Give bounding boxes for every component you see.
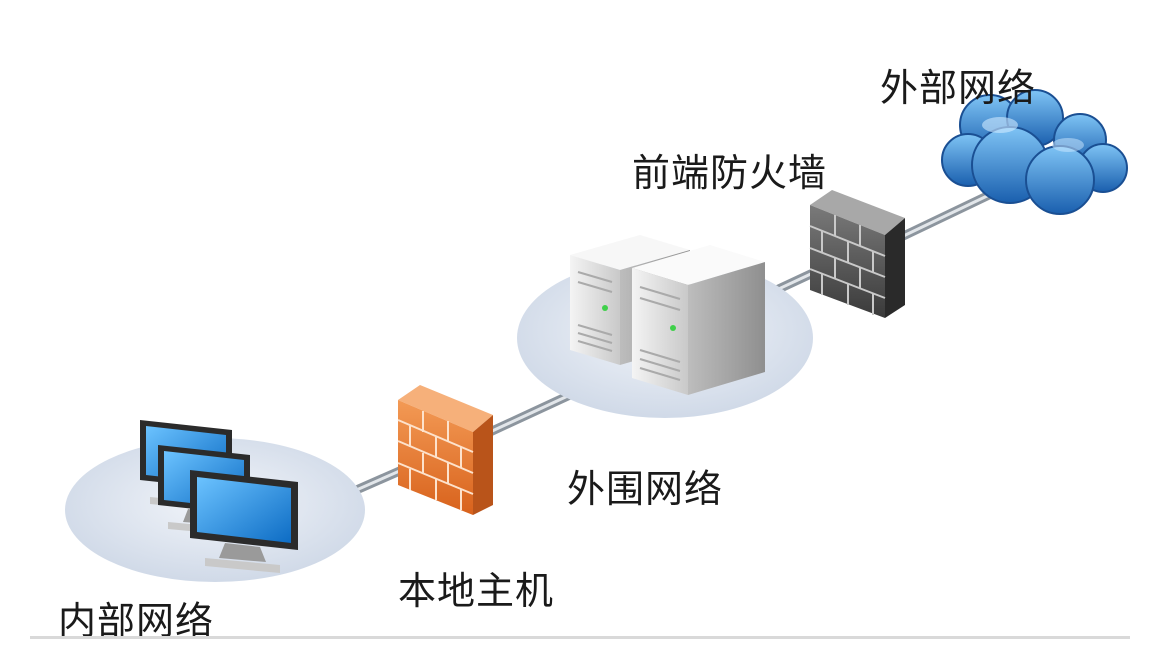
- bottom-divider: [30, 636, 1130, 639]
- perimeter-network-label: 外围网络: [567, 467, 724, 511]
- front-firewall-label: 前端防火墙: [632, 151, 828, 195]
- local-host-firewall-icon: [397, 385, 493, 515]
- external-network-label: 外部网络: [880, 66, 1037, 110]
- server-icon: [632, 245, 765, 395]
- cloud-icon: [941, 89, 1128, 215]
- front-firewall-icon: [809, 190, 905, 318]
- internal-network-label: 内部网络: [58, 599, 215, 643]
- monitor-icon: [190, 470, 298, 573]
- perimeter-network-group: [517, 235, 813, 418]
- internal-network-group: [65, 420, 365, 582]
- local-host-label: 本地主机: [398, 569, 555, 613]
